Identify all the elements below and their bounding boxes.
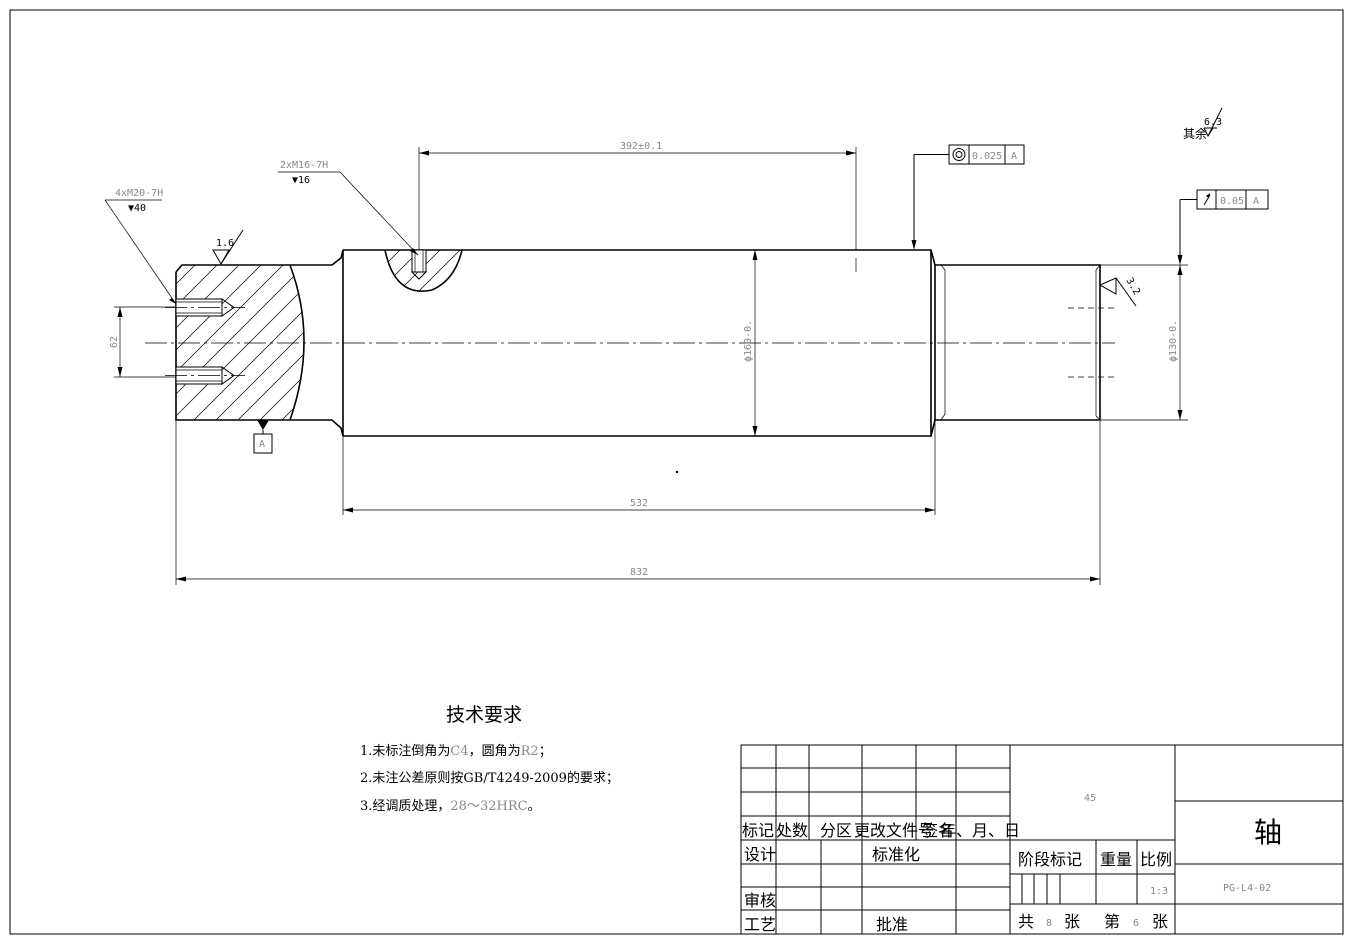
dim-end-diameter-text: ϕ130-0. <box>1168 320 1179 362</box>
sheet-border <box>9 9 1344 935</box>
tb-total-label: 共 <box>1018 912 1034 931</box>
tb-design: 设计 <box>744 845 776 864</box>
tb-approve: 批准 <box>876 915 908 934</box>
tb-zone: 分区 <box>820 821 852 840</box>
dim-end-diameter: ϕ130-0. <box>1100 264 1188 421</box>
dim-392-text: 392±0.1 <box>620 141 662 152</box>
tb-part-name: 轴 <box>1254 816 1282 849</box>
tb-process: 工艺 <box>744 915 776 934</box>
tb-stage: 阶段标记 <box>1018 850 1082 869</box>
tb-drawing-no: PG-L4-02 <box>1223 883 1271 894</box>
tb-standard: 标准化 <box>872 845 920 864</box>
dim-392: 392±0.1 <box>418 141 857 272</box>
tb-count: 处数 <box>776 821 808 840</box>
tb-total-unit: 张 <box>1064 912 1080 931</box>
top-local-section <box>384 249 463 292</box>
runout-value: 0.05 <box>1220 196 1244 207</box>
tb-this-label: 第 <box>1104 912 1120 931</box>
keyway-hidden <box>1068 307 1115 378</box>
roughness-right-text: 3.2 <box>1123 276 1142 297</box>
thread-left-label-1: 4xM20-7H <box>115 188 163 199</box>
datum-a: A <box>253 420 273 454</box>
left-section <box>165 264 305 421</box>
tb-scale: 1:3 <box>1150 886 1168 897</box>
roughness-global: 其余 6.3 <box>1183 107 1223 141</box>
thread-top-label-2: ▼16 <box>292 175 310 186</box>
dim-532-text: 532 <box>630 498 648 509</box>
tech-requirements: 技术要求 1.未标注倒角为C4，圆角为R2； 2.未注公差原则按GB/T4249… <box>360 704 619 814</box>
dim-62-text: 62 <box>109 336 120 348</box>
thread-top-label-1: 2xM16-7H <box>280 160 328 171</box>
roughness-global-label: 其余 <box>1183 126 1207 141</box>
tb-doc: 更改文件号 <box>854 821 934 840</box>
concentricity-datum: A <box>1011 151 1017 162</box>
roughness-global-value: 6.3 <box>1204 117 1222 128</box>
tb-this-unit: 张 <box>1152 912 1168 931</box>
tech-req-2: 2.未注公差原则按GB/T4249-2009的要求； <box>360 770 619 786</box>
roughness-left-text: 1.6 <box>216 238 234 249</box>
tb-review: 审核 <box>744 891 776 910</box>
tech-title: 技术要求 <box>446 704 522 726</box>
dim-62: 62 <box>109 306 176 378</box>
concentricity-icon <box>952 148 966 161</box>
dim-532: 532 <box>342 420 936 515</box>
tb-scale-label: 比例 <box>1140 850 1172 869</box>
concentricity-frame: 0.025 A <box>911 144 1025 250</box>
tb-this-n: 6 <box>1133 918 1139 929</box>
concentricity-value: 0.025 <box>972 151 1002 162</box>
dim-main-diameter-text: ϕ160-0. <box>743 320 754 362</box>
thread-left-label-2: ▼40 <box>128 203 146 214</box>
tech-req-1: 1.未标注倒角为C4，圆角为R2； <box>360 744 552 759</box>
roughness-left: 1.6 <box>212 229 244 266</box>
thread-callout-left: 4xM20-7H ▼40 <box>104 188 177 305</box>
tb-material: 45 <box>1084 793 1096 804</box>
datum-a-letter: A <box>259 439 265 450</box>
shaft-outline <box>175 249 1101 437</box>
title-block: 标记 处数 分区 更改文件号 签名 年、月、日 设计 标准化 审核 工艺 批准 … <box>740 744 1344 935</box>
dim-832: 832 <box>175 420 1101 585</box>
tech-req-3: 3.经调质处理，28～32HRC。 <box>360 799 541 814</box>
tb-weight: 重量 <box>1100 850 1132 869</box>
tb-mark: 标记 <box>742 821 774 840</box>
roughness-right: 3.2 <box>1098 276 1142 307</box>
dim-832-text: 832 <box>630 567 648 578</box>
tb-total-n: 8 <box>1046 918 1052 929</box>
dim-main-diameter: ϕ160-0. <box>743 250 758 436</box>
runout-datum: A <box>1253 196 1259 207</box>
runout-frame: 0.05 A <box>1177 189 1269 265</box>
tb-date: 年、月、日 <box>940 821 1020 840</box>
tb-sign: 签名 <box>922 821 954 840</box>
thread-callout-top: 2xM16-7H ▼16 <box>278 160 419 256</box>
dot-mark <box>675 470 679 474</box>
